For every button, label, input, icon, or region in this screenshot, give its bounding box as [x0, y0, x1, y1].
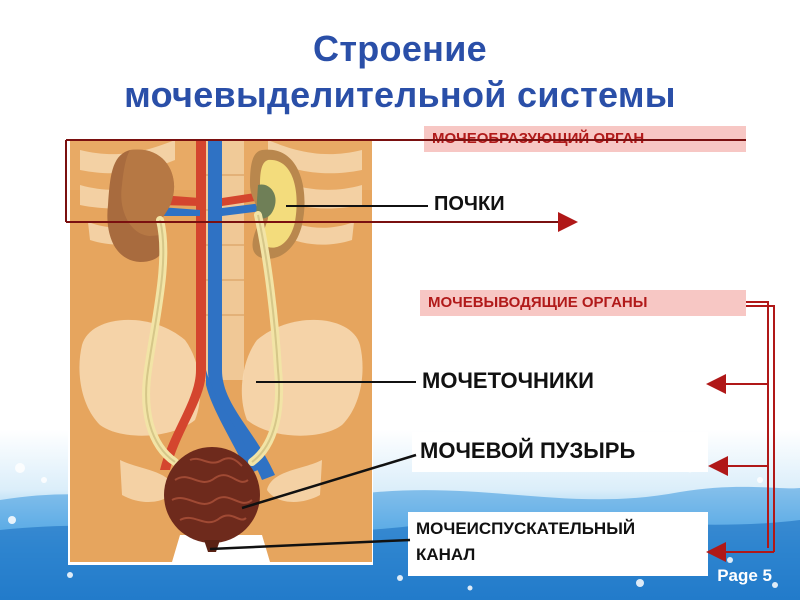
excretory-organs-label: МОЧЕВЫВОДЯЩИЕ ОРГАНЫ	[428, 294, 648, 311]
urethra-label-line-2: КАНАЛ	[416, 545, 476, 564]
page-number: Page 5	[717, 566, 772, 585]
bladder-label-box	[412, 432, 708, 472]
urethra-label-box	[408, 512, 708, 576]
forming-organ-label: МОЧЕОБРАЗУЮЩИЙ ОРГАН	[432, 130, 645, 147]
slide-title: Строение мочевыделительной системы	[0, 26, 800, 118]
bladder-label: МОЧЕВОЙ ПУЗЫРЬ	[420, 438, 636, 463]
excretory-bracket	[706, 301, 775, 562]
urethra-label-line-1: МОЧЕИСПУСКАТЕЛЬНЫЙ	[416, 519, 636, 538]
title-line-1: Строение	[313, 28, 487, 69]
bladder-pointer	[241, 453, 417, 510]
urethra-pointer	[209, 538, 411, 551]
excretory-organs-box: МОЧЕВЫВОДЯЩИЕ ОРГАНЫ	[420, 290, 746, 316]
title-line-2: мочевыделительной системы	[124, 74, 676, 115]
kidney-region-frame	[65, 139, 746, 232]
ureters-label: МОЧЕТОЧНИКИ	[422, 368, 594, 393]
urethra-label: МОЧЕИСПУСКАТЕЛЬНЫЙ КАНАЛ	[416, 516, 635, 568]
kidneys-label: ПОЧКИ	[434, 193, 505, 215]
